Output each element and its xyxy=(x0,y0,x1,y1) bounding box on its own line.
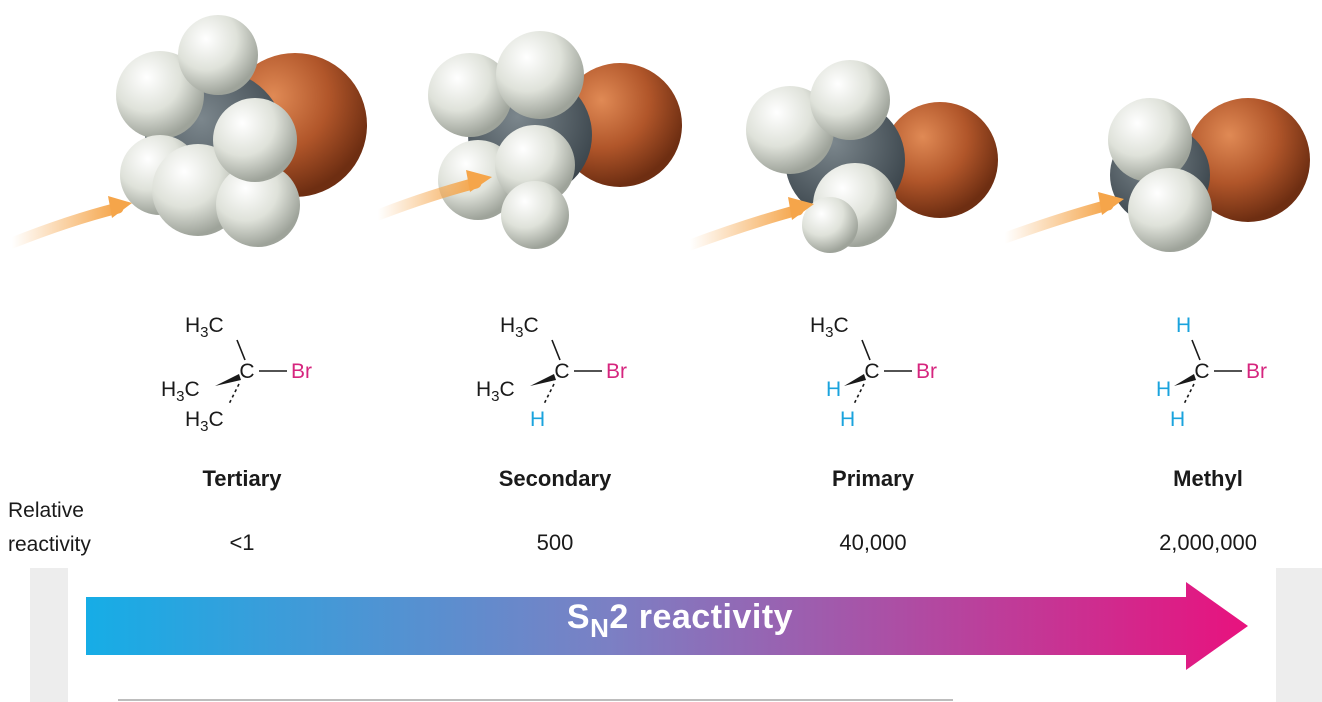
relative-label-line1: Relative xyxy=(8,499,84,522)
formula-right-atom: Br xyxy=(1246,360,1267,383)
bond xyxy=(861,339,871,361)
formula-center-atom: C xyxy=(1194,360,1209,383)
wedge-bond xyxy=(530,374,556,386)
formula-right-atom: Br xyxy=(916,360,937,383)
arrow-label-subscript: N xyxy=(590,613,610,643)
formula-left-group: H xyxy=(1156,378,1171,401)
tertiary-model xyxy=(6,15,367,249)
secondary-model xyxy=(372,31,682,249)
class-label-primary: Primary xyxy=(832,466,914,491)
class-label-methyl: Methyl xyxy=(1173,466,1243,491)
formula-bottom-group: H3C xyxy=(185,408,224,435)
wedge-bond xyxy=(844,374,866,386)
primary-model xyxy=(684,60,998,253)
space-filling-models xyxy=(6,15,1310,253)
reactivity-value-secondary: 500 xyxy=(536,530,574,555)
formula-bottom-group: H xyxy=(530,408,545,431)
bond xyxy=(551,339,561,361)
formula-left-group: H xyxy=(826,378,841,401)
bond xyxy=(1183,383,1195,405)
formula-top-group: H3C xyxy=(185,314,224,341)
bond xyxy=(236,339,246,361)
formula-bottom-group: H xyxy=(840,408,855,431)
wedge-bond xyxy=(215,374,241,386)
bond xyxy=(853,383,865,405)
reactivity-value-methyl: 2,000,000 xyxy=(1159,530,1257,555)
arrow-label-rest: 2 reactivity xyxy=(609,598,794,636)
formula-center-atom: C xyxy=(239,360,254,383)
formula-top-group: H3C xyxy=(810,314,849,341)
reactivity-value-tertiary: <1 xyxy=(229,530,255,555)
formula-right-atom: Br xyxy=(606,360,627,383)
formula-top-group: H xyxy=(1176,314,1191,337)
formula-center-atom: C xyxy=(554,360,569,383)
arrow-label-s: S xyxy=(566,598,591,636)
formula-right-atom: Br xyxy=(291,360,312,383)
methyl-model xyxy=(999,98,1310,252)
formula-bottom-group: H xyxy=(1170,408,1185,431)
formula-left-group: H3C xyxy=(476,378,515,405)
wedge-bond xyxy=(1174,374,1196,386)
formula-left-group: H3C xyxy=(161,378,200,405)
bond xyxy=(543,383,555,405)
relative-reactivity-label: Relative reactivity xyxy=(8,494,91,562)
relative-label-line2: reactivity xyxy=(8,533,91,556)
reactivity-value-primary: 40,000 xyxy=(839,530,907,555)
arrow-label: SN2 reactivity xyxy=(520,598,840,643)
sn2-reactivity-arrow xyxy=(86,582,1248,670)
formula-center-atom: C xyxy=(864,360,879,383)
class-label-secondary: Secondary xyxy=(498,466,612,491)
class-label-tertiary: Tertiary xyxy=(202,466,282,491)
bond xyxy=(1191,339,1201,361)
divider-line xyxy=(118,699,953,701)
formula-top-group: H3C xyxy=(500,314,539,341)
bond xyxy=(228,383,240,405)
